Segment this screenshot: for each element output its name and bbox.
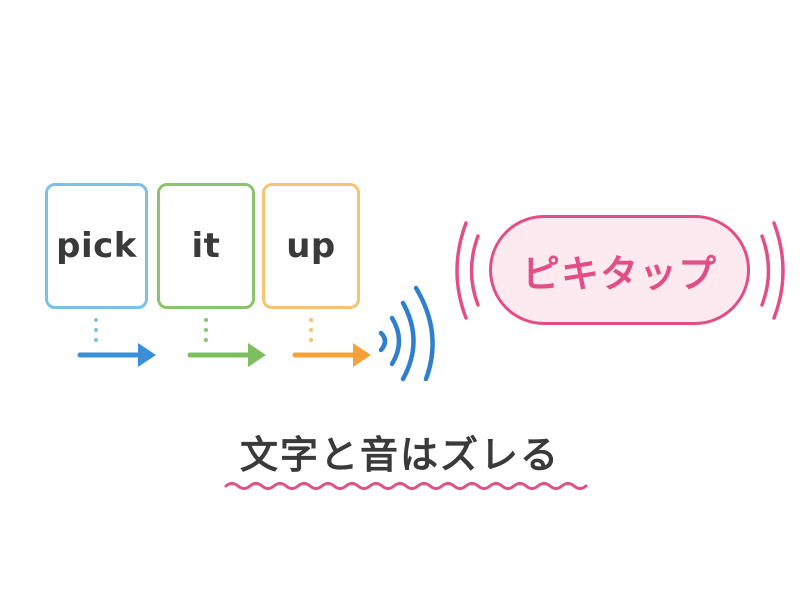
caption-text: 文字と音はズレる xyxy=(239,433,560,477)
sound-wave-arc xyxy=(413,285,435,382)
sound-wave-arc xyxy=(389,315,402,367)
word-text: it xyxy=(191,226,221,266)
connector-dot xyxy=(94,318,98,322)
arrow-head xyxy=(353,343,371,367)
arrow-head xyxy=(248,343,266,367)
connector-dot xyxy=(309,318,313,322)
word-text: up xyxy=(286,226,336,266)
word-card-pick: pick xyxy=(45,183,148,309)
connector-dot xyxy=(204,338,208,342)
connector-dot xyxy=(309,338,313,342)
word-text: pick xyxy=(56,226,137,266)
sound-wave-arc xyxy=(455,221,468,320)
pronunciation-pill: ピキタップ xyxy=(489,215,750,325)
sound-wave-arc xyxy=(469,234,480,307)
pronunciation-text: ピキタップ xyxy=(521,251,717,296)
connector-dot xyxy=(204,318,208,322)
word-card-up: up xyxy=(262,183,360,309)
connector-dot xyxy=(94,328,98,332)
word-card-it: it xyxy=(157,183,255,309)
sound-wave-arc xyxy=(772,221,785,320)
sound-wave-arc xyxy=(760,234,771,307)
connector-dot xyxy=(204,328,208,332)
caption-wavy-underline xyxy=(224,482,588,490)
connector-dot xyxy=(309,328,313,332)
connector-dot xyxy=(94,338,98,342)
sound-wave-arc xyxy=(378,330,388,353)
sound-wave-arc xyxy=(400,300,416,382)
arrow-head xyxy=(138,343,156,367)
